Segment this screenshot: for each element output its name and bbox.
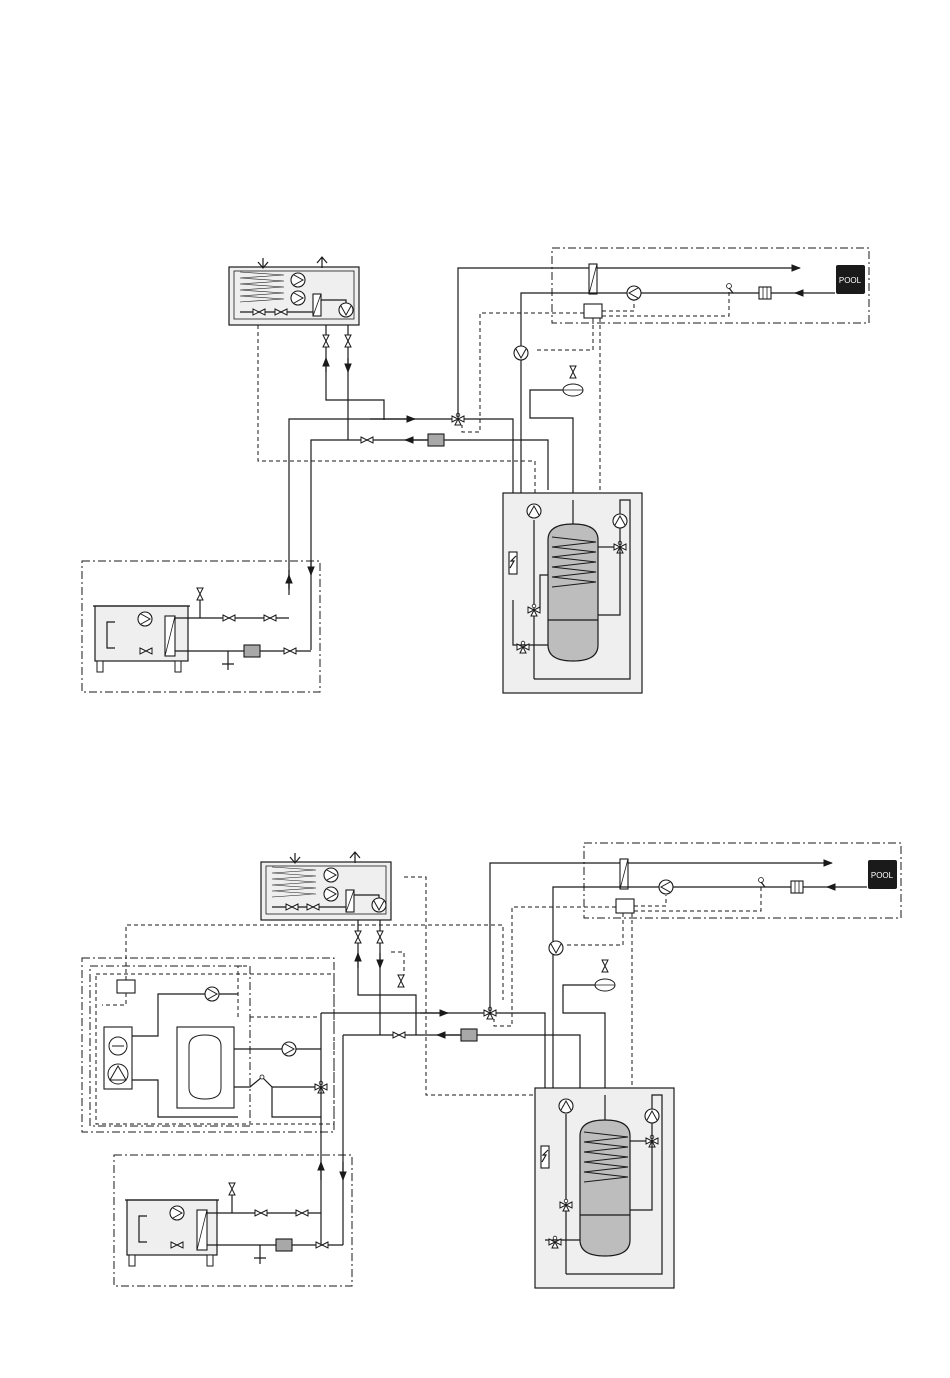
valve-icon xyxy=(284,648,296,654)
valve-icon xyxy=(377,931,383,943)
fan-icon xyxy=(324,868,338,882)
expansion-vessel-icon xyxy=(563,384,583,396)
valve-icon xyxy=(255,1210,267,1216)
tank-pump-icon xyxy=(559,1099,573,1113)
fan-icon xyxy=(291,273,305,287)
outdoor-unit xyxy=(82,561,320,692)
heat-pump-unit xyxy=(229,257,359,325)
hot-water-tank xyxy=(580,1120,630,1256)
charge-pump-icon xyxy=(549,941,563,955)
outdoor-unit xyxy=(114,1155,352,1286)
buffer-tank xyxy=(189,1035,221,1099)
valve-icon xyxy=(361,437,373,443)
pool-pump-icon xyxy=(659,880,673,894)
upper-installation: POOL xyxy=(82,248,869,693)
filter-icon xyxy=(461,1029,477,1041)
drain-icon xyxy=(222,651,234,670)
vent-valve-icon xyxy=(197,588,203,600)
circulation-pump-icon xyxy=(282,1042,296,1056)
air-out-arrow-icon xyxy=(350,852,360,863)
circulation-pump-icon xyxy=(339,303,353,317)
pool-label: POOL xyxy=(839,276,862,285)
dhw-pump-icon xyxy=(613,514,627,528)
heat-pump-unit xyxy=(261,852,391,920)
storage-tank-module xyxy=(503,493,642,693)
control-box xyxy=(117,980,135,993)
valve-icon xyxy=(355,931,361,943)
charge-pump-icon xyxy=(514,346,528,360)
valve-icon xyxy=(223,615,235,621)
pool-filter-icon xyxy=(791,881,803,893)
dhw-pump-icon xyxy=(645,1109,659,1123)
air-out-arrow-icon xyxy=(317,257,327,268)
pool-control-box xyxy=(584,304,602,318)
filter-icon xyxy=(244,645,260,657)
storage-tank-module xyxy=(535,1088,674,1288)
filter-icon xyxy=(276,1239,292,1251)
vent-valve-icon xyxy=(229,1183,235,1195)
valve-icon xyxy=(393,1032,405,1038)
outdoor-pump-icon xyxy=(170,1206,184,1220)
expansion-vessel-icon xyxy=(595,979,615,991)
compressor-icon xyxy=(291,291,305,305)
pool-filter-icon xyxy=(759,287,771,299)
lower-installation: POOL xyxy=(82,843,901,1288)
tank-pump-icon xyxy=(527,504,541,518)
outdoor-pump-icon xyxy=(138,612,152,626)
sensor-icon xyxy=(759,878,764,883)
sensor-icon xyxy=(727,284,732,289)
pool-pump-icon xyxy=(627,286,641,300)
valve-icon xyxy=(296,1210,308,1216)
compressor-icon xyxy=(324,887,338,901)
boiler-pump-icon xyxy=(205,987,219,1001)
circulation-pump-icon xyxy=(372,898,386,912)
boiler-unit xyxy=(82,925,503,1132)
pool-control-box xyxy=(616,899,634,913)
valve-icon xyxy=(398,975,404,987)
drain-icon xyxy=(254,1245,266,1264)
valve-icon xyxy=(345,335,351,347)
filter-icon xyxy=(428,434,444,446)
safety-valve-icon xyxy=(602,960,608,972)
valve-icon xyxy=(323,335,329,347)
valve-icon xyxy=(264,615,276,621)
valve-icon xyxy=(316,1242,328,1248)
safety-valve-icon xyxy=(570,366,576,378)
pool-label: POOL xyxy=(871,871,894,880)
